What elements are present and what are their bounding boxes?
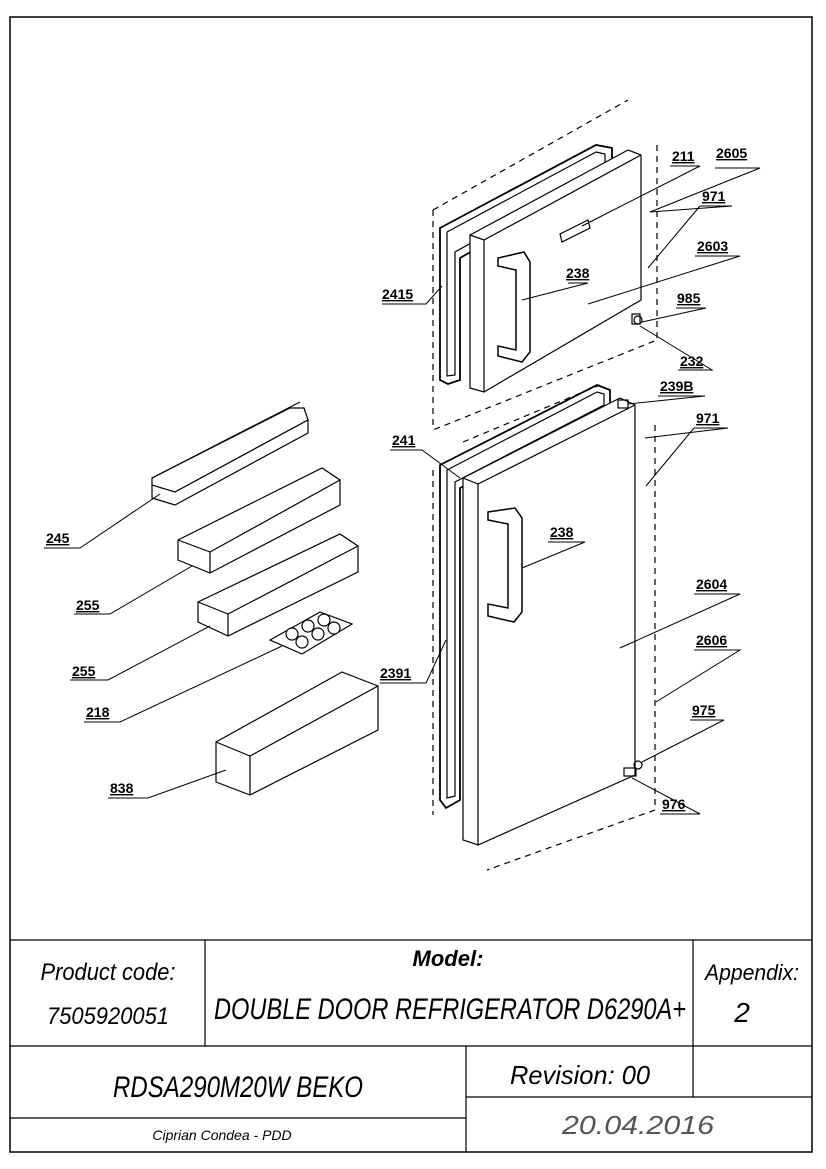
egg-cup-1 <box>285 627 299 641</box>
revision: Revision: 00 <box>510 1060 651 1090</box>
leader-971b <box>644 427 729 439</box>
product-code-value: 7505920051 <box>47 1003 169 1030</box>
door-shelf-b <box>197 533 359 637</box>
appendix-label: Appendix: <box>703 960 799 985</box>
leader-2605 <box>649 167 761 213</box>
title-block <box>10 939 812 1152</box>
leader-238a <box>521 282 589 301</box>
leader-lines <box>44 165 761 815</box>
callout-255b: 255 <box>72 663 96 679</box>
upper-door-gasket <box>439 144 613 385</box>
lower-door-handle <box>487 507 523 623</box>
upper-hinge-part <box>633 315 643 325</box>
callout-238b: 238 <box>550 524 574 540</box>
lower-bottom-hinge-pin <box>633 760 643 770</box>
shelf-lid <box>151 407 309 493</box>
callout-985: 985 <box>677 290 701 306</box>
upper-door-dashed-envelope-right <box>432 145 658 431</box>
upper-door-group <box>432 99 658 431</box>
door-shelf-b-edge-2 <box>227 545 359 615</box>
leader-238b <box>521 541 586 569</box>
bottle-shelf-edge <box>215 741 251 757</box>
lower-bottom-hinge-bracket <box>623 767 637 777</box>
model-label: Model: <box>413 946 484 971</box>
leader-2604 <box>619 593 741 649</box>
door-shelf-a-edge-2 <box>209 479 341 553</box>
bottle-shelf <box>215 671 379 796</box>
leader-255b <box>70 625 211 681</box>
egg-cup-6 <box>327 621 341 635</box>
callout-971b: 971 <box>696 410 720 426</box>
callout-838: 838 <box>110 780 134 796</box>
callout-211: 211 <box>672 148 695 164</box>
shelf-lid-edge <box>151 401 301 479</box>
leader-2415 <box>382 285 443 305</box>
model-name: DOUBLE DOOR REFRIGERATOR D6290A+ <box>214 993 686 1026</box>
callout-976: 976 <box>662 796 686 812</box>
release-date: 20.04.2016 <box>561 1110 715 1140</box>
egg-cup-2 <box>301 619 315 633</box>
title-block-text: Product code: 7505920051 Model: DOUBLE D… <box>41 946 800 1143</box>
lower-door-dashed-envelope-right <box>486 425 656 871</box>
egg-cup-5 <box>317 613 331 627</box>
leader-2391 <box>380 639 447 684</box>
leader-218 <box>84 645 283 723</box>
upper-hinge-bracket <box>631 313 641 325</box>
callout-239b: 239B <box>660 378 693 394</box>
upper-door-label-plate <box>559 219 591 243</box>
callout-232: 232 <box>680 353 704 369</box>
shelves-group <box>151 401 379 796</box>
appendix-value: 2 <box>733 997 750 1028</box>
callout-971a: 971 <box>702 188 726 204</box>
leader-245 <box>44 493 161 549</box>
callout-2391: 2391 <box>380 665 411 681</box>
callout-2415: 2415 <box>382 286 413 302</box>
door-shelf-b-edge <box>197 601 229 615</box>
leader-985 <box>641 307 707 323</box>
callout-241: 241 <box>392 432 416 448</box>
upper-door-handle <box>497 251 531 363</box>
callout-labels: 211 2605 971 2603 2415 238 985 232 239B … <box>46 145 747 812</box>
egg-cup-3 <box>295 635 309 649</box>
upper-door-dashed-envelope <box>432 99 629 211</box>
leader-971b-2 <box>645 427 695 487</box>
upper-door-panel <box>469 149 642 393</box>
leader-838 <box>108 769 227 799</box>
leader-2603 <box>587 255 741 305</box>
leader-239b <box>627 395 706 405</box>
callout-2603: 2603 <box>697 238 728 254</box>
callout-975: 975 <box>692 702 716 718</box>
leader-232 <box>639 325 714 371</box>
leader-975 <box>641 719 725 763</box>
shelf-lid-front <box>151 418 309 506</box>
drawing-frame <box>9 16 813 1153</box>
leader-971a <box>649 205 733 213</box>
variant-code: RDSA290M20W BEKO <box>113 1071 363 1104</box>
leader-976 <box>631 777 701 815</box>
product-code-label: Product code: <box>41 959 176 986</box>
lower-door-panel <box>462 397 636 846</box>
callout-2604: 2604 <box>696 576 727 592</box>
callout-238a: 238 <box>566 265 590 281</box>
lower-door-gasket <box>439 384 611 810</box>
author: Ciprian Condea - PDD <box>152 1127 291 1143</box>
callout-2606: 2606 <box>696 632 727 648</box>
leader-2606 <box>655 649 742 703</box>
egg-cup-4 <box>311 627 325 641</box>
egg-tray <box>268 611 354 655</box>
leader-971a-2 <box>647 205 701 269</box>
callout-2605: 2605 <box>716 145 747 161</box>
callout-255a: 255 <box>76 597 100 613</box>
lower-door-group <box>432 384 656 871</box>
bottle-shelf-edge-2 <box>249 685 379 757</box>
door-shelf-a-edge <box>177 539 211 553</box>
callout-218: 218 <box>86 704 110 720</box>
leader-211 <box>581 165 701 227</box>
leader-255a <box>74 565 193 615</box>
leader-241 <box>390 449 461 479</box>
callout-245: 245 <box>46 530 70 546</box>
